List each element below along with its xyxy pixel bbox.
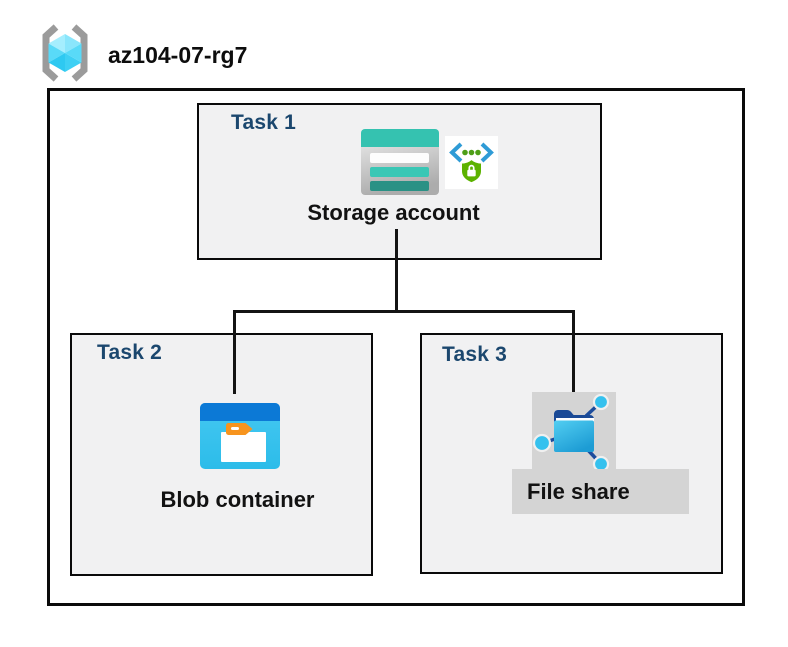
connector-to-blob (233, 310, 236, 394)
connector-to-fileshare (572, 310, 575, 392)
label-highlight: File share (512, 469, 689, 514)
task3-box: Task 3 File (420, 333, 723, 574)
blob-container-label: Blob container (160, 487, 315, 512)
storage-account-icon (361, 129, 439, 195)
icon-highlight (532, 392, 616, 473)
storage-account-label: Storage account (307, 200, 480, 225)
file-share-icon (532, 393, 610, 473)
task1-box: Task 1 Storage account (197, 103, 602, 260)
task2-box: Task 2 Blob container (70, 333, 373, 576)
file-share-label: File share (527, 479, 630, 504)
task2-label: Task 2 (97, 341, 163, 364)
resource-group-icon (42, 24, 88, 82)
connector-horizontal (233, 310, 575, 313)
connector-storage-down (395, 229, 398, 312)
task3-label: Task 3 (442, 343, 508, 366)
blob-container-icon (200, 403, 280, 469)
resource-group-name: az104-07-rg7 (108, 42, 248, 68)
secure-access-icon (445, 136, 498, 189)
task1-label: Task 1 (231, 111, 297, 134)
